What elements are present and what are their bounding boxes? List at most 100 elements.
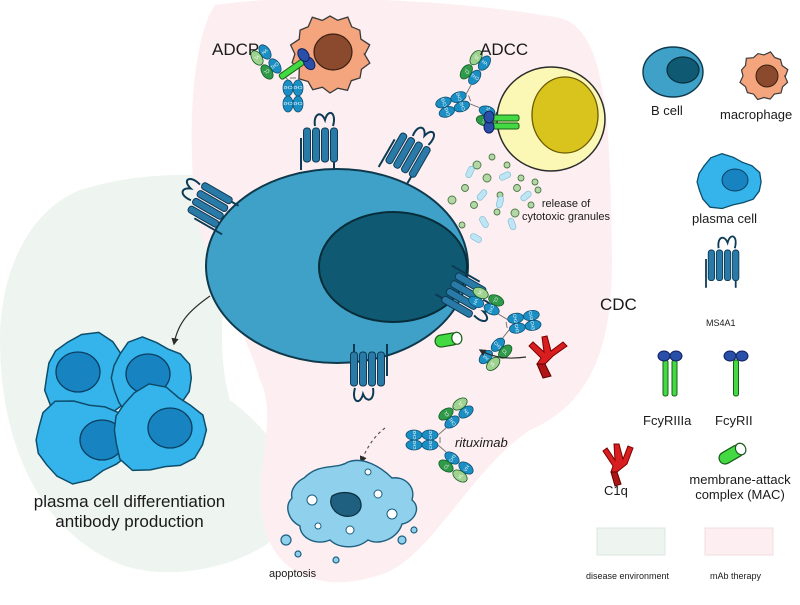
receptor-helix xyxy=(368,351,376,387)
granule-dot xyxy=(447,195,457,205)
granule-dot xyxy=(517,174,525,182)
antibody-domain-label: VL xyxy=(477,289,484,297)
legend-macrophage-label: macrophage xyxy=(720,107,793,122)
granule-capsule xyxy=(476,189,488,201)
receptor-tail xyxy=(377,138,396,168)
antibody-domain-label: CH3 xyxy=(412,440,417,449)
granule-capsule xyxy=(498,171,512,181)
receptor-loop xyxy=(411,126,435,146)
plasma-cell-nucleus xyxy=(147,407,193,449)
macrophage-effector xyxy=(278,15,371,94)
antibody-domain: CH2 xyxy=(421,429,439,441)
ms4a1-receptor xyxy=(377,126,435,185)
antibody-domain-label: CH2 xyxy=(458,101,466,112)
antibody-domain: VL xyxy=(452,397,468,411)
receptor-loop xyxy=(353,387,375,403)
granule-capsule xyxy=(520,190,532,202)
granule-capsule xyxy=(507,217,517,231)
legend-macrophage-icon xyxy=(739,51,789,101)
label-plasma-outcome: plasma cell differentiation antibody pro… xyxy=(33,492,226,532)
granule-capsule xyxy=(465,165,475,179)
label-adcp: ADCP xyxy=(212,40,260,59)
antibody-domain-label: VL xyxy=(472,53,480,61)
antibody-domain: VL xyxy=(452,469,468,483)
antibody-domain: CH2 xyxy=(292,79,304,97)
granule-dot xyxy=(472,160,482,170)
antibody-domain: VL xyxy=(486,356,501,371)
arrow-to-plasma xyxy=(171,295,211,346)
receptor-tail xyxy=(451,264,481,283)
receptor-helix xyxy=(303,127,311,163)
legend-mab-therapy-swatch xyxy=(704,527,774,556)
receptor-helix xyxy=(377,351,385,387)
cytotoxic-granules xyxy=(447,153,542,243)
fcgriiia-on-nk xyxy=(483,110,520,134)
receptor-loop xyxy=(717,235,737,249)
receptor-helix xyxy=(715,249,724,282)
label-rituximab: rituximab xyxy=(455,435,508,450)
granule-dot xyxy=(534,186,542,194)
legend-mac-label: membrane-attack complex (MAC) xyxy=(689,472,791,502)
antibody-hinge xyxy=(498,313,510,339)
apoptotic-body xyxy=(280,459,418,564)
antibody-domain-label: CL xyxy=(443,462,451,470)
receptor-helix xyxy=(732,249,740,282)
antibody-domain-label: CH2 xyxy=(293,85,302,90)
antibody-domain-label: CL xyxy=(462,67,470,75)
antibody-domain: CL xyxy=(488,294,505,307)
antibody-domain-label: VL xyxy=(253,54,261,62)
antibody-domain-label: CH1 xyxy=(487,304,496,315)
receptor-tail xyxy=(434,293,443,300)
antibody-domain-label: CH1 xyxy=(469,72,480,82)
receptor-helix xyxy=(192,197,224,220)
receptor-helix xyxy=(350,351,358,387)
antibody-domain-label: CH2 xyxy=(428,430,433,439)
antibody-domain-label: CH3 xyxy=(283,101,292,106)
ms4a1-receptor xyxy=(181,178,240,236)
b-cell-target xyxy=(205,168,469,364)
antibody-domain-label: CL xyxy=(442,410,450,418)
antibody-domain-label: CH1 xyxy=(269,61,280,71)
antibody-domain-label: CH2 xyxy=(514,323,521,333)
antibody-domain: CH1 xyxy=(444,451,460,465)
legend-c1q-icon xyxy=(602,443,634,487)
antibody-hinge xyxy=(437,427,447,453)
receptor-helix xyxy=(707,249,715,282)
label-granules: release of cytotoxic granules xyxy=(522,198,611,223)
antibody-domain-label: CH3 xyxy=(529,321,536,331)
ms4a1-receptor xyxy=(350,344,388,403)
antibody-domain: CH3 xyxy=(405,439,423,451)
granule-dot xyxy=(461,184,469,192)
arrow-apoptosis xyxy=(359,427,386,464)
nk-cell-effector xyxy=(483,66,606,172)
receptor-helix xyxy=(196,190,229,212)
antibody-domain: VL xyxy=(250,50,264,66)
fcgrii-on-macrophage xyxy=(278,48,316,80)
antibody-domain-label: VH xyxy=(472,298,479,306)
antibody-domain: CL xyxy=(459,64,473,80)
antibody-domain-label: CH3 xyxy=(412,430,417,439)
granule-dot xyxy=(531,178,539,186)
legend-mac-icon xyxy=(718,442,747,465)
antibody-domain-label: CH2 xyxy=(512,313,519,323)
receptor-helix xyxy=(724,249,732,282)
antibody-domain-label: CH2 xyxy=(455,91,463,102)
antibody-domain-label: VH xyxy=(463,408,471,416)
receptor-tail xyxy=(193,217,223,236)
antibody-domain: CL xyxy=(438,407,454,421)
receptor-helix xyxy=(187,205,220,228)
label-apoptosis: apoptosis xyxy=(269,568,317,580)
legend-b-cell-label: B cell xyxy=(651,103,683,118)
legend-c1q-label: C1q xyxy=(604,483,628,498)
granule-dot xyxy=(513,184,521,192)
label-adcc: ADCC xyxy=(480,40,529,59)
legend-plasma-cell-label: plasma cell xyxy=(692,211,758,226)
antibody-domain-label: VH xyxy=(261,48,269,56)
receptor-tail xyxy=(406,176,413,185)
legend-fcgriiia-icon xyxy=(657,350,683,397)
receptor-helix xyxy=(330,127,338,163)
antibody-domain-label: VL xyxy=(489,361,497,369)
antibody-domain-label: CH2 xyxy=(283,85,292,90)
legend-ms4a1-icon xyxy=(705,235,740,288)
